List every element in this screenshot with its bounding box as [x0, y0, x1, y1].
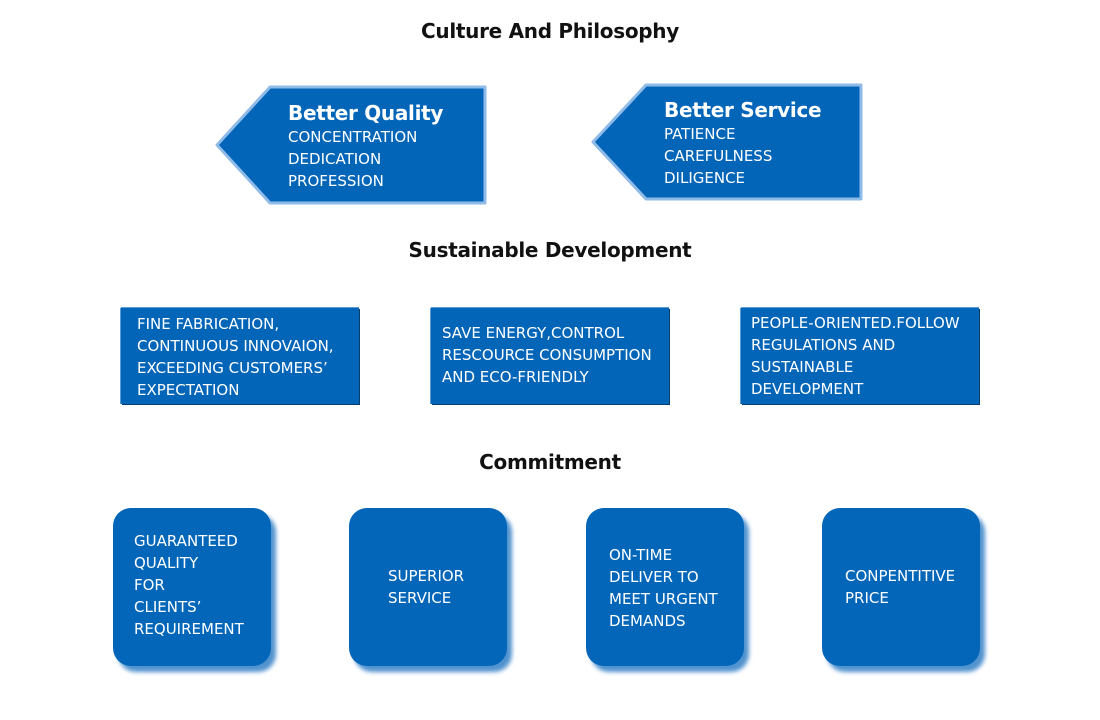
box-line: REGULATIONS AND	[751, 336, 896, 354]
arrow-line: DILIGENCE	[664, 169, 746, 187]
card-line: DEMANDS	[609, 612, 686, 630]
box-line: RESCOURCE CONSUMPTION	[442, 346, 652, 364]
box-line: EXCEEDING CUSTOMERS’	[137, 359, 328, 377]
section-heading-commitment: Commitment	[479, 450, 621, 474]
card-line: CONPENTITIVE	[845, 567, 956, 585]
card-line: DELIVER TO	[609, 568, 699, 586]
commitment-card-price: CONPENTITIVE PRICE	[822, 508, 980, 666]
card-line: CLIENTS’	[134, 598, 202, 616]
box-line: SAVE ENERGY,CONTROL	[442, 324, 625, 342]
box-line: PEOPLE-ORIENTED.FOLLOW	[751, 314, 960, 332]
card-line: GUARANTEED	[134, 532, 238, 550]
commitment-card-delivery: ON-TIME DELIVER TO MEET URGENT DEMANDS	[586, 508, 744, 666]
card-line: REQUIREMENT	[134, 620, 244, 638]
card-line: FOR	[134, 576, 165, 594]
card-line: QUALITY	[134, 554, 199, 572]
box-line: CONTINUOUS INNOVAION,	[137, 337, 334, 355]
arrow-line: PROFESSION	[288, 172, 384, 190]
arrow-line: DEDICATION	[288, 150, 382, 168]
arrow-line: CAREFULNESS	[664, 147, 773, 165]
box-line: AND ECO-FRIENDLY	[442, 368, 589, 386]
section-heading-culture: Culture And Philosophy	[421, 19, 679, 43]
card-line: MEET URGENT	[609, 590, 718, 608]
box-line: DEVELOPMENT	[751, 380, 864, 398]
arrow-line: CONCENTRATION	[288, 128, 418, 146]
card-line: SERVICE	[388, 589, 452, 607]
box-line: FINE FABRICATION,	[137, 315, 280, 333]
arrow-line: PATIENCE	[664, 125, 736, 143]
arrow-title: Better Quality	[288, 101, 444, 125]
section-heading-sustainable: Sustainable Development	[408, 238, 692, 262]
arrow-better-service: Better Service PATIENCE CAREFULNESS DILI…	[590, 83, 864, 203]
arrow-shape	[215, 85, 487, 205]
arrow-title: Better Service	[664, 98, 822, 122]
commitment-card-service: SUPERIOR SERVICE	[349, 508, 507, 666]
card-line: ON-TIME	[609, 546, 673, 564]
sustainable-box-energy: SAVE ENERGY,CONTROL RESCOURCE CONSUMPTIO…	[431, 308, 669, 404]
box-line: EXPECTATION	[137, 381, 240, 399]
arrow-better-quality: Better Quality CONCENTRATION DEDICATION …	[214, 85, 488, 205]
card-line: PRICE	[845, 589, 889, 607]
arrow-shape	[591, 83, 863, 201]
sustainable-box-fabrication: FINE FABRICATION, CONTINUOUS INNOVAION, …	[121, 308, 359, 404]
sustainable-box-people: PEOPLE-ORIENTED.FOLLOW REGULATIONS AND S…	[741, 308, 979, 404]
box-line: SUSTAINABLE	[751, 358, 854, 376]
commitment-card-quality: GUARANTEED QUALITY FOR CLIENTS’ REQUIREM…	[113, 508, 271, 666]
card-line: SUPERIOR	[388, 567, 465, 585]
